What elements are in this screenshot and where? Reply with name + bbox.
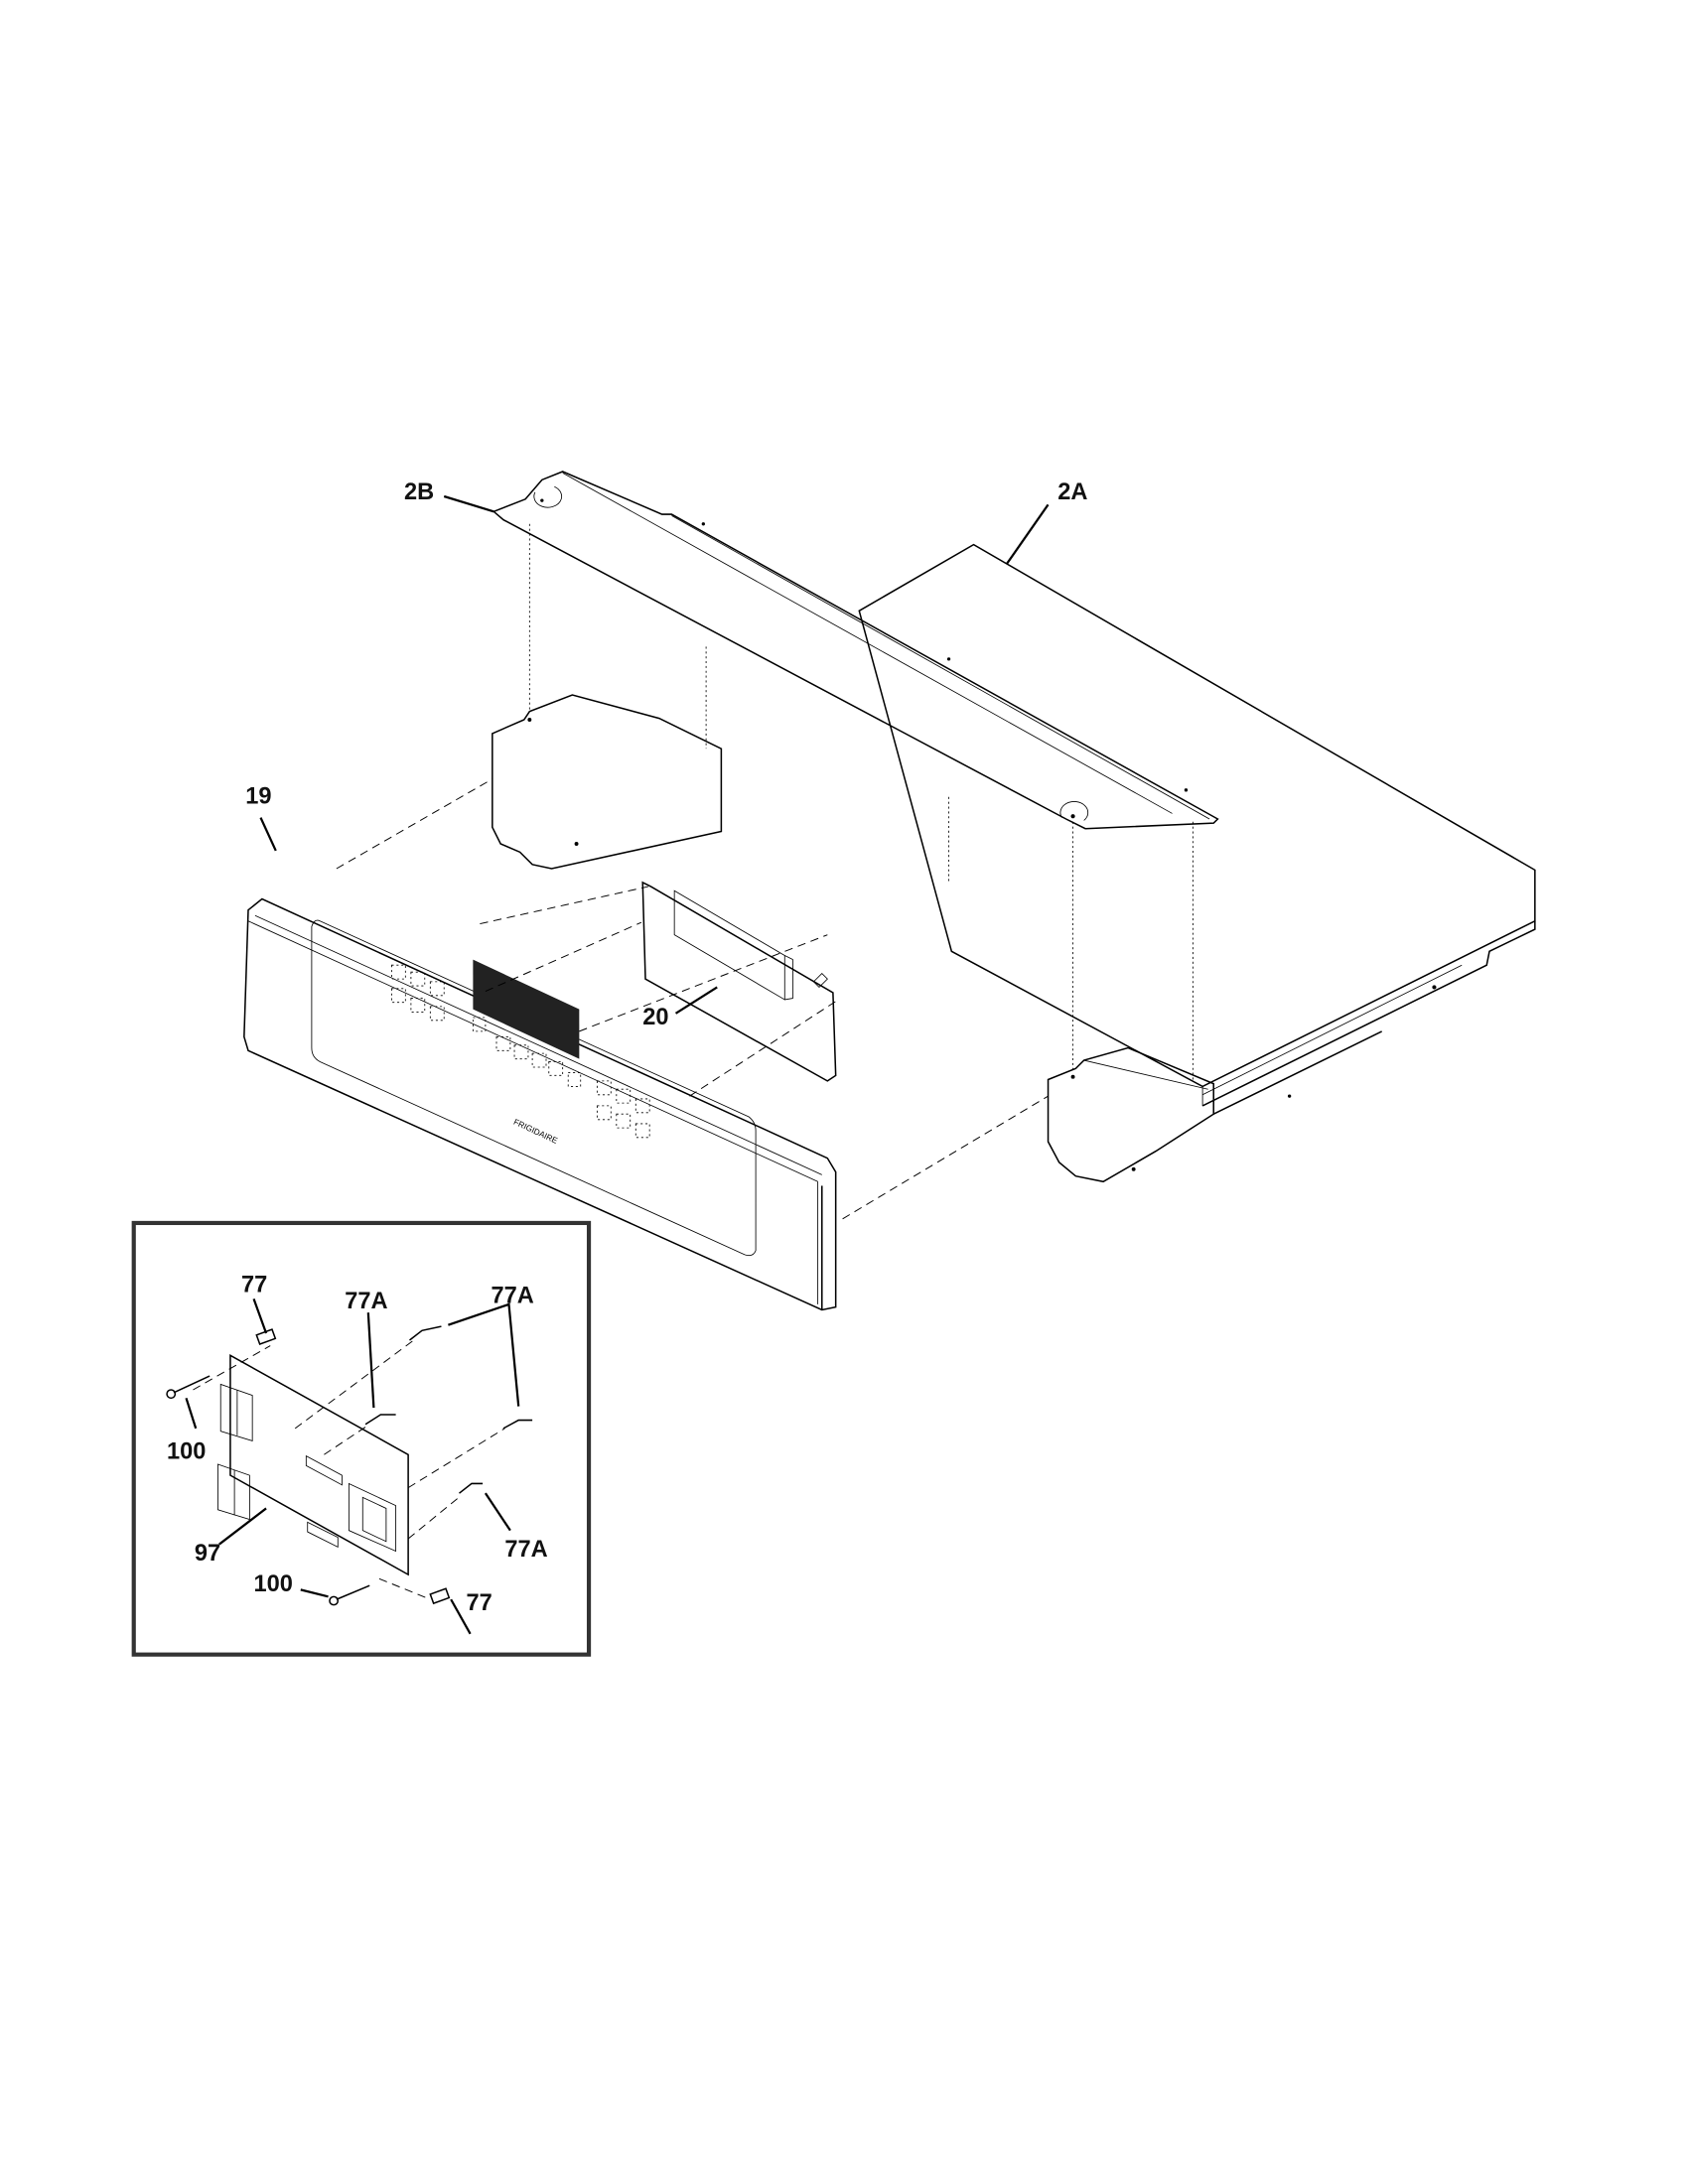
callout-77a-top-right: 77A xyxy=(491,1284,533,1309)
alignment-lines-panel xyxy=(480,886,839,1097)
callout-2a: 2A xyxy=(1005,479,1087,565)
standoff-77A-2 xyxy=(364,1414,396,1426)
standoff-77-top xyxy=(255,1328,277,1345)
callout-20: 20 xyxy=(642,1005,668,1030)
svg-text:2A: 2A xyxy=(1057,479,1087,505)
svg-text:20: 20 xyxy=(642,1005,668,1030)
standoff-77A-1 xyxy=(409,1325,442,1341)
screw-100-left xyxy=(173,1375,211,1394)
standoff-77A-4 xyxy=(459,1482,484,1494)
callout-100-bottom: 100 xyxy=(254,1571,293,1597)
part-19-control-panel: FRIGIDAIRE xyxy=(243,897,837,1311)
callout-2b: 2B xyxy=(404,479,494,513)
callout-77a-left: 77A xyxy=(345,1289,387,1314)
callout-77a-right: 77A xyxy=(504,1537,547,1563)
callout-100-left: 100 xyxy=(167,1438,206,1464)
panel-brand-text: FRIGIDAIRE xyxy=(512,1117,560,1146)
part-97-board xyxy=(229,1353,409,1576)
callout-77-bottom: 77 xyxy=(466,1590,492,1616)
standoff-77A-3 xyxy=(502,1419,533,1430)
callout-77-top: 77 xyxy=(241,1272,267,1297)
right-side-bracket xyxy=(1047,1030,1383,1183)
standoff-77-bottom xyxy=(429,1587,451,1605)
svg-text:19: 19 xyxy=(245,784,271,810)
part-2a-top-panel xyxy=(858,543,1536,1107)
screw-100-bottom xyxy=(336,1584,370,1600)
inset-control-board-detail: 77 77A 77A 100 77A 97 100 77 xyxy=(131,1220,592,1657)
svg-text:2B: 2B xyxy=(404,479,434,505)
callout-19: 19 xyxy=(245,784,277,852)
part-2b-top-bracket xyxy=(492,471,1219,830)
left-side-bracket xyxy=(492,694,723,870)
alignment-lines-top xyxy=(336,523,1194,1220)
part-20-display-board xyxy=(641,881,837,1082)
callout-97: 97 xyxy=(195,1541,220,1567)
